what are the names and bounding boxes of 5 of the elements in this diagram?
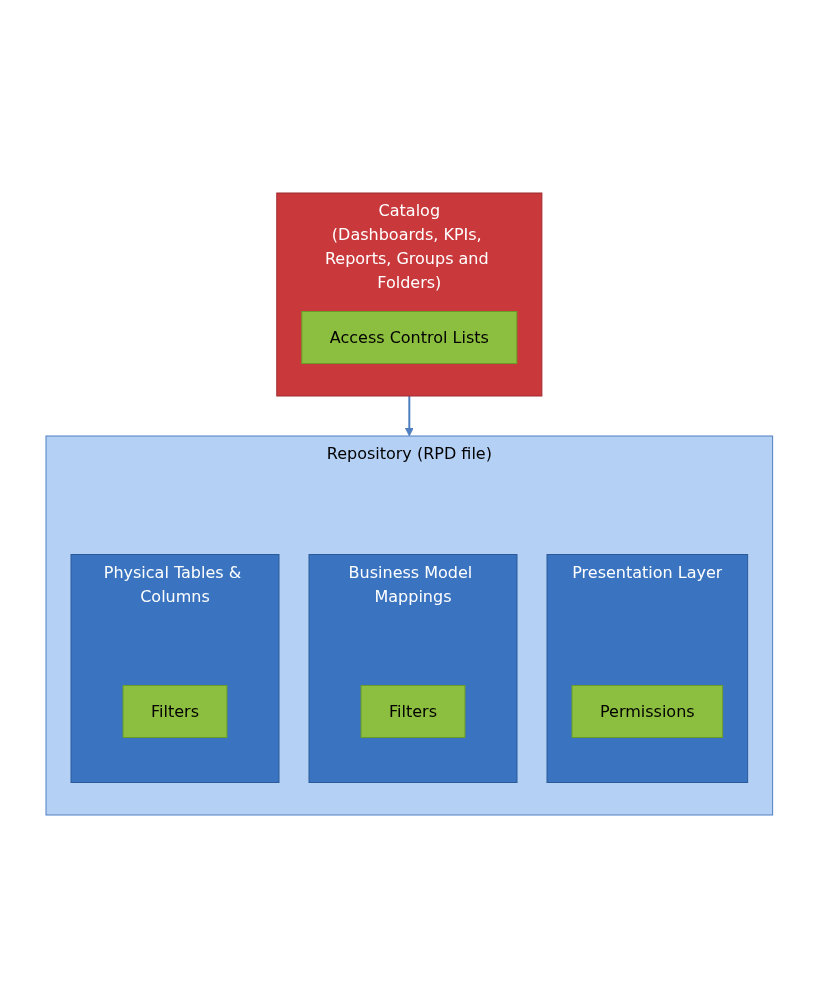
node-box: Access Control Lists — [301, 310, 518, 364]
node-box: Filters — [360, 684, 466, 738]
arrow — [405, 394, 414, 436]
node-box: Permissions — [571, 684, 724, 738]
node-box: Filters — [122, 684, 228, 738]
